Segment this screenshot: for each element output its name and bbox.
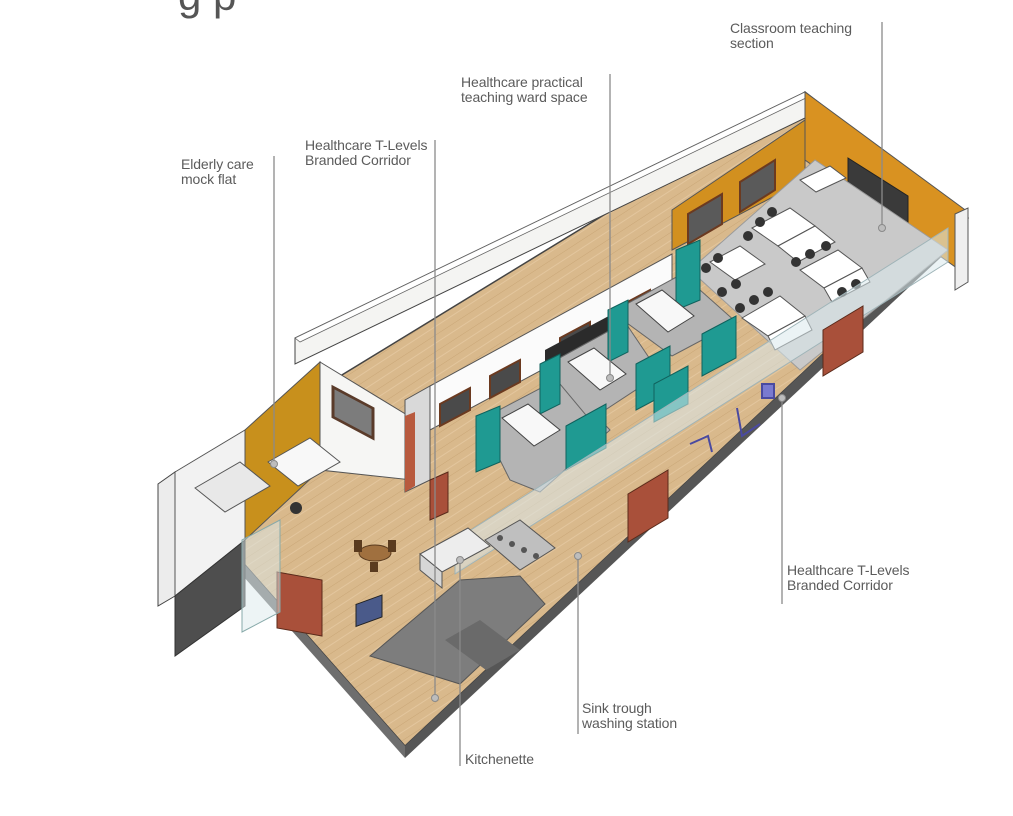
flat-office-chair: [290, 502, 302, 514]
hoist-equipment: [689, 383, 775, 453]
classroom-end-wall-edge: [954, 207, 969, 291]
flat-glass-partition: [241, 519, 281, 633]
flat-table: [358, 544, 392, 562]
classroom-windows: [687, 158, 776, 246]
title-fragment: g p: [178, 0, 236, 19]
kitchenette-floor: [368, 575, 546, 685]
divider-wall-red-end: [405, 412, 415, 492]
flat-bed: [267, 437, 341, 487]
sink-taps: [497, 535, 539, 559]
leader-lines: [270, 22, 886, 766]
label-elderly-care-mock-flat: Elderly care mock flat: [181, 156, 254, 187]
label-sink-trough-washing-station: Sink trough washing station: [582, 700, 678, 731]
left-end-wall: [157, 471, 176, 607]
label-branded-corridor-right: Healthcare T-Levels Branded Corridor: [787, 562, 910, 593]
flat-kitchen-counter: [194, 461, 271, 513]
flat-window: [331, 384, 375, 441]
kitchenette-dark-floor-b: [445, 620, 520, 670]
label-kitchenette: Kitchenette: [465, 751, 534, 767]
label-branded-corridor-top: Healthcare T-Levels Branded Corridor: [305, 137, 428, 168]
label-classroom-teaching-section: Classroom teaching section: [730, 20, 852, 51]
flat-chairs: [354, 540, 396, 572]
kitchen-appliance: [355, 594, 383, 628]
label-healthcare-practical-ward: Healthcare practical teaching ward space: [461, 74, 588, 105]
corridor-doors: [276, 305, 864, 637]
ward-curtains: [475, 239, 737, 473]
